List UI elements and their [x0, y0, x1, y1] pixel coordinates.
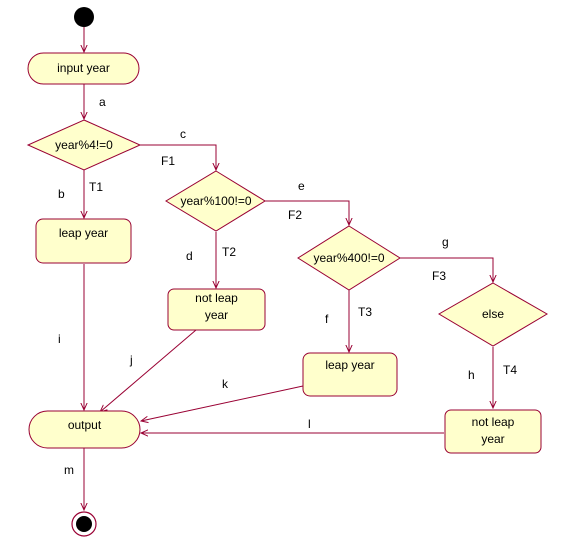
output-label: output: [68, 418, 102, 432]
branch-label-t3: T3: [358, 305, 372, 319]
leap-year-node-1: leap year: [35, 218, 132, 264]
input-year-label: input year: [57, 61, 110, 75]
decision-year-mod-100: year%100!=0: [165, 170, 266, 232]
edge-label-b: b: [58, 187, 65, 201]
edge-label-m: m: [64, 463, 74, 477]
branch-label-f1: F1: [161, 154, 175, 168]
not-leap-year-node-1: not leap year: [167, 288, 266, 331]
edge-label-k: k: [222, 377, 229, 391]
not-leap-year-2-line2: year: [481, 432, 504, 446]
edge-label-g: g: [442, 235, 449, 249]
edge-label-j: j: [129, 353, 133, 367]
edge-label-h: h: [468, 368, 475, 382]
edge-e: [265, 200, 349, 225]
edge-j: [100, 329, 197, 412]
decision-year-mod-400-label: year%400!=0: [313, 251, 384, 265]
branch-label-t1: T1: [89, 180, 103, 194]
start-node: [74, 7, 94, 27]
not-leap-year-node-2: not leap year: [444, 409, 542, 454]
edge-label-i: i: [58, 332, 61, 346]
edge-label-f: f: [325, 312, 329, 326]
branch-label-t4: T4: [503, 363, 517, 377]
input-year-node: input year: [27, 52, 140, 85]
edge-g: [400, 257, 493, 282]
edge-label-e: e: [298, 179, 305, 193]
edge-k: [141, 385, 304, 421]
edge-label-a: a: [99, 95, 106, 109]
branch-label-f3: F3: [432, 269, 446, 283]
decision-year-mod-400: year%400!=0: [297, 225, 401, 291]
leap-year-node-2: leap year: [302, 352, 398, 397]
decision-else-label: else: [482, 307, 504, 321]
leap-year-2-label: leap year: [325, 358, 374, 372]
end-node: [71, 511, 97, 537]
branch-label-t2: T2: [222, 245, 236, 259]
output-node: output: [28, 410, 141, 449]
decision-year-mod-100-label: year%100!=0: [180, 194, 251, 208]
not-leap-year-1-line2: year: [205, 308, 228, 322]
edge-c: [140, 144, 216, 170]
branch-label-f2: F2: [288, 208, 302, 222]
edge-label-d: d: [186, 249, 193, 263]
edge-label-l: l: [308, 417, 311, 431]
not-leap-year-1-line1: not leap: [195, 291, 238, 305]
decision-else: else: [438, 282, 548, 347]
edge-label-c: c: [180, 127, 186, 141]
not-leap-year-2-line1: not leap: [472, 415, 515, 429]
decision-year-mod-4-label: year%4!=0: [55, 138, 113, 152]
leap-year-1-label: leap year: [59, 226, 108, 240]
decision-year-mod-4: year%4!=0: [26, 119, 142, 171]
